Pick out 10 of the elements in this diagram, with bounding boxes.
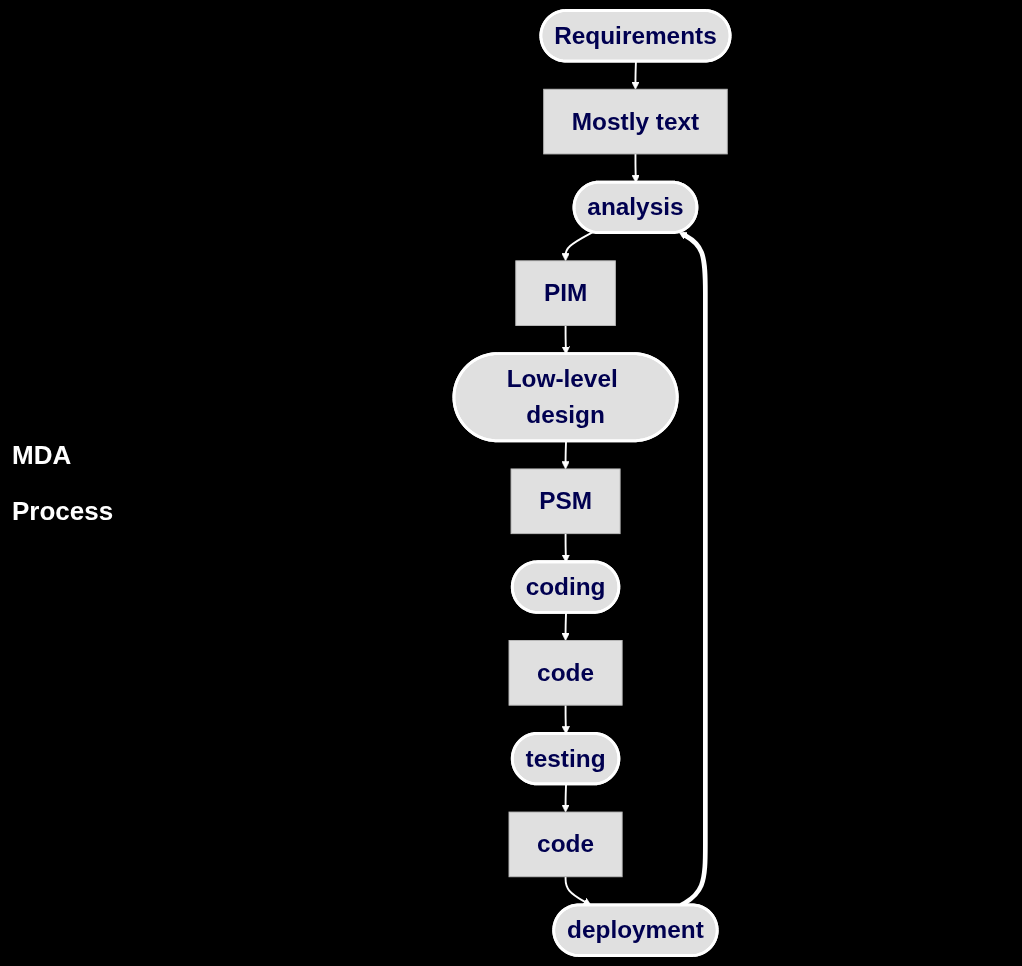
arrow xyxy=(561,783,570,813)
node-box: code xyxy=(508,640,623,706)
arrow xyxy=(631,153,640,183)
side-label: MDA Process xyxy=(12,439,115,528)
node-box: Mostly text xyxy=(543,88,728,155)
arrow xyxy=(561,440,570,470)
arrow xyxy=(561,231,594,262)
node-box: PIM xyxy=(515,260,616,326)
node-box: code xyxy=(508,811,623,878)
node-box: PSM xyxy=(510,468,621,535)
